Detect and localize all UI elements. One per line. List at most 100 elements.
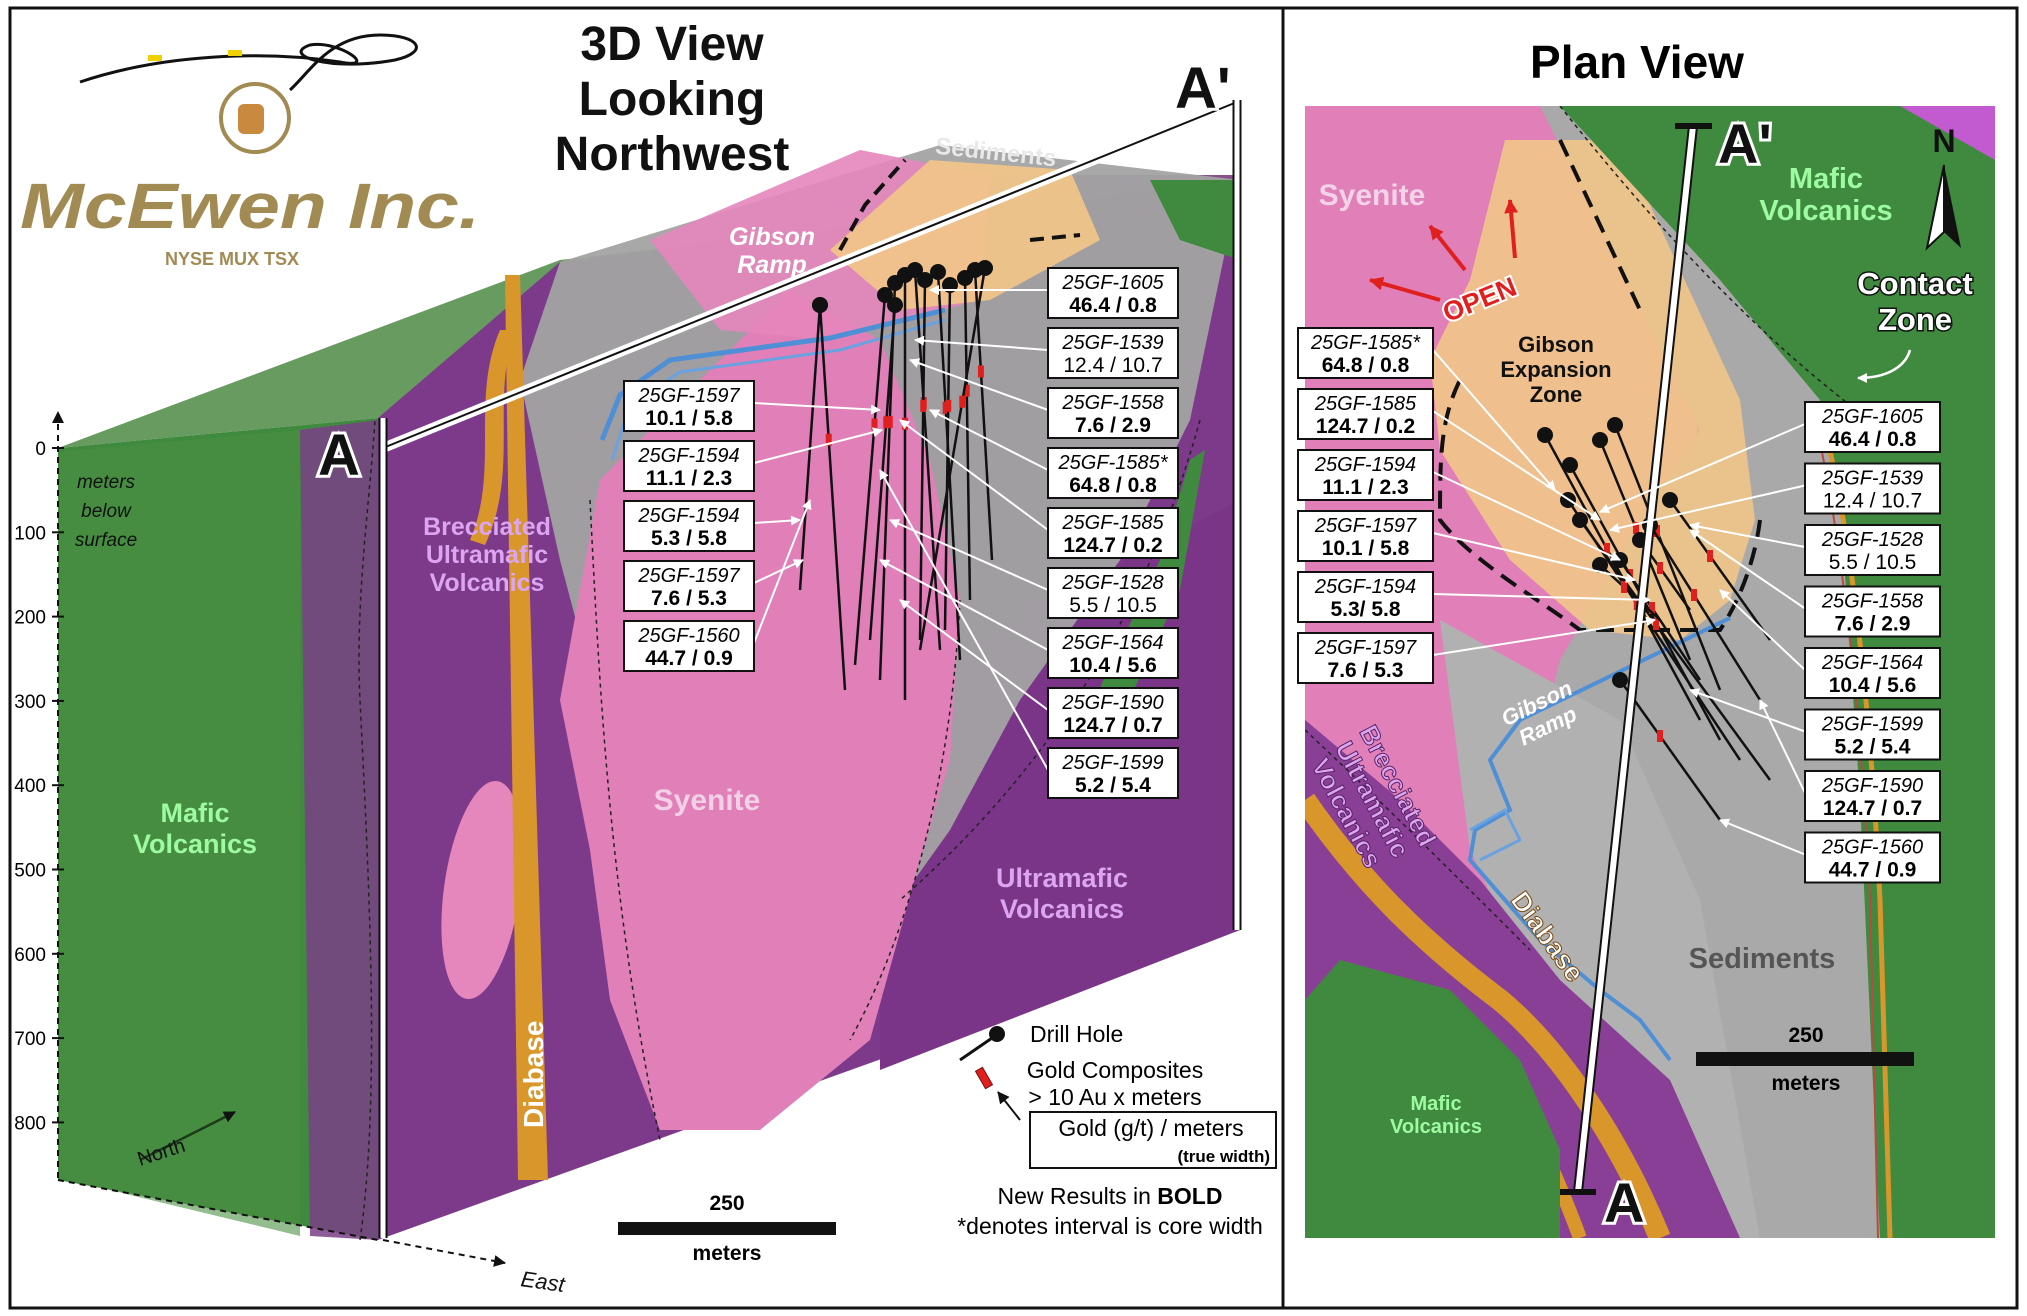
assay-hole-id: 25GF-1590 — [1821, 775, 1923, 797]
assay-hole-id: 25GF-1539 — [1061, 332, 1163, 354]
gold-composite-marker — [1691, 589, 1697, 601]
gold-composite-marker — [1649, 602, 1655, 614]
assay-value: 12.4 / 10.7 — [1823, 490, 1922, 513]
diabase-upper — [470, 330, 515, 545]
label-pointer — [899, 419, 1049, 531]
assay-label-box — [1297, 327, 1434, 379]
assay-value: 7.6 / 2.9 — [1075, 414, 1151, 437]
depth-tick-label: 600 — [14, 945, 46, 966]
assay-label-box — [1804, 401, 1941, 453]
scale-bar-3d: 250 meters — [618, 1192, 836, 1265]
drill-hole-collar — [877, 287, 893, 303]
contact-line-2 — [589, 499, 661, 1141]
scale-value-3d: 250 — [709, 1192, 744, 1215]
scale-bar-rect-3d — [618, 1222, 836, 1235]
assay-label-box — [623, 440, 755, 492]
scale-unit-plan: meters — [1772, 1072, 1841, 1095]
north-arrow-icon: N — [1925, 123, 1961, 251]
gold-composite-marker — [825, 433, 832, 446]
depth-tick-label: 300 — [14, 692, 46, 713]
scale-bar-rect-plan — [1696, 1052, 1914, 1066]
label-pointer — [1599, 423, 1806, 514]
depth-tick-label: 700 — [14, 1029, 46, 1050]
left-face-purple — [300, 420, 378, 1240]
assay-hole-id: 25GF-1599 — [1061, 752, 1163, 774]
gold-composite-marker — [1653, 618, 1659, 630]
assay-value: 44.7 / 0.9 — [645, 647, 733, 670]
assay-value: 64.8 / 0.8 — [1069, 474, 1157, 497]
assay-hole-id: 25GF-1564 — [1061, 632, 1163, 654]
label-pointer — [929, 409, 1049, 471]
assay-value: 44.7 / 0.9 — [1829, 859, 1917, 882]
label-pointer — [753, 499, 812, 644]
label-pointer — [899, 599, 1049, 711]
open-arrow-2 — [1428, 224, 1467, 272]
drill-hole-trace — [973, 269, 994, 561]
drill-hole-collar — [1562, 457, 1578, 473]
legend: Drill Hole Gold Composites> 10 Au x mete… — [957, 1021, 1277, 1239]
label-pointer — [753, 427, 883, 464]
assay-label-box — [1297, 632, 1434, 684]
drill-hole-trace — [963, 277, 972, 601]
assay-label-box — [1297, 449, 1434, 501]
assay-label-box — [1804, 462, 1941, 515]
drill-hole-trace — [853, 294, 887, 666]
label-pointer — [1689, 521, 1806, 548]
plan-gibson-ramp-2 — [1469, 807, 1523, 862]
assay-label-box — [1804, 708, 1941, 761]
assay-value: 5.2 / 5.4 — [1075, 774, 1151, 797]
drill-hole-trace — [1648, 524, 1762, 701]
gold-composite-marker — [1654, 525, 1660, 537]
contact-line-3 — [849, 599, 961, 1041]
assay-hole-id: 25GF-1539 — [1821, 468, 1923, 490]
depth-tick-label: 0 — [35, 439, 46, 460]
gold-composite-marker — [963, 384, 970, 397]
assay-label-box — [1047, 447, 1179, 499]
assay-label-box — [1047, 627, 1179, 679]
assay-value: 5.5 / 10.5 — [1069, 594, 1157, 617]
drill-hole-collar — [977, 260, 993, 276]
assay-value: 7.6 / 5.3 — [1328, 659, 1404, 682]
assay-value: 124.7 / 0.2 — [1316, 415, 1415, 438]
drill-hole-collar — [1592, 432, 1608, 448]
label-pointer — [753, 559, 804, 584]
assay-label-box — [1047, 387, 1179, 439]
gold-composite-marker — [1621, 581, 1627, 593]
assay-hole-id: 25GF-1528 — [1061, 572, 1163, 594]
gold-composite-marker — [1633, 522, 1639, 534]
assay-hole-id: 25GF-1597 — [637, 565, 740, 587]
gold-composite-marker — [945, 399, 952, 412]
assay-label-box — [1297, 510, 1434, 562]
assay-value: 5.5 / 10.5 — [1829, 551, 1917, 574]
gold-composite-marker — [883, 416, 890, 429]
assay-value: 46.4 / 0.8 — [1069, 294, 1157, 317]
assay-hole-id: 25GF-1594 — [637, 445, 739, 467]
label-pointer — [1719, 589, 1806, 671]
assay-label-box — [1804, 770, 1941, 822]
plan-contact-dash-2 — [1305, 729, 1531, 951]
assay-value: 46.4 / 0.8 — [1829, 428, 1917, 451]
assay-value: 10.1 / 5.8 — [1322, 537, 1410, 560]
depth-tick-label: 400 — [14, 776, 46, 797]
depth-tick-label: 800 — [14, 1113, 46, 1134]
assay-hole-id: 25GF-1594 — [637, 505, 739, 527]
assay-value: 124.7 / 0.2 — [1063, 534, 1162, 557]
assay-label-box — [1297, 388, 1434, 440]
plan-purple-corner — [1900, 106, 1995, 160]
depth-tick-label: 500 — [14, 861, 46, 882]
drill-hole-collar — [887, 297, 903, 313]
assay-value: 124.7 / 0.7 — [1063, 714, 1162, 737]
legend-bold-note: New Results in BOLD — [998, 1183, 1223, 1209]
label-pointer — [753, 515, 801, 526]
